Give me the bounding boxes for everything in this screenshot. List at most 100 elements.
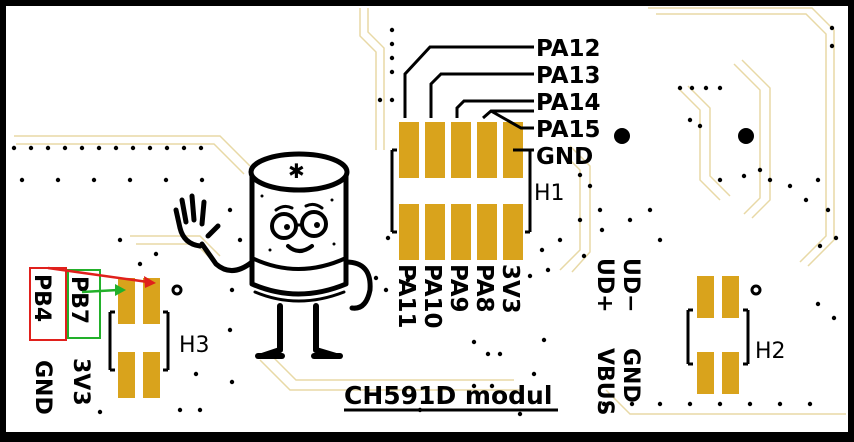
via-dot [527, 273, 533, 279]
via-dot [389, 27, 395, 33]
via-dot [599, 227, 605, 233]
via-dot [405, 277, 411, 283]
via-dot [531, 371, 537, 377]
pb7-highlight-box [67, 269, 101, 339]
via-dot [117, 237, 123, 243]
via-dot [597, 207, 603, 213]
via-dot [557, 237, 563, 243]
h1-label-pa11: PA11 [393, 264, 419, 329]
h3-designator: H3 [179, 333, 210, 358]
via-dot [657, 237, 663, 243]
h1-label-pa14: PA14 [536, 90, 601, 116]
red-arrow-icon [47, 266, 156, 288]
mounting-hole [738, 128, 754, 144]
via-dot [19, 177, 25, 183]
via-dot [11, 145, 17, 151]
via-dot [703, 85, 709, 91]
h1-label-pa8: PA8 [471, 264, 497, 313]
via-dot [577, 172, 583, 178]
via-dot [545, 267, 551, 273]
h2-label-udplus: UD+ [592, 258, 617, 313]
via-dot [825, 207, 831, 213]
via-dot [198, 145, 204, 151]
via-dot [227, 327, 233, 333]
via-dot [485, 351, 491, 357]
h1-label-pa10: PA10 [419, 264, 445, 329]
via-dot [803, 197, 809, 203]
via-dot [45, 145, 51, 151]
h3-label-gnd: GND [30, 360, 55, 415]
via-dot [97, 409, 103, 415]
via-dot [627, 217, 633, 223]
via-dot [717, 401, 723, 407]
h1-leader-lines [403, 45, 534, 152]
via-dot [587, 183, 593, 189]
via-dot [541, 337, 547, 343]
via-dot [833, 235, 839, 241]
via-dot [697, 123, 703, 129]
h1-label-pa12: PA12 [536, 36, 601, 62]
via-dot [193, 371, 199, 377]
via-dot [747, 401, 753, 407]
header-h3: H3 PB4 PB7 GND 3V3 [29, 266, 210, 415]
via-dot [229, 287, 235, 293]
via-dot [137, 261, 143, 267]
via-dot [629, 401, 635, 407]
h1-designator: H1 [534, 181, 565, 206]
via-dot [96, 145, 102, 151]
via-dot [539, 247, 545, 253]
via-dot [383, 287, 389, 293]
via-dot [471, 383, 477, 389]
via-dot [741, 173, 747, 179]
h2-label-vbus: VBUS [592, 348, 617, 416]
h2-label-gnd: GND [618, 348, 643, 403]
h1-label-3v3: 3V3 [497, 264, 523, 314]
via-dot [164, 145, 170, 151]
via-dot [377, 97, 383, 103]
via-dot [815, 301, 821, 307]
mounting-hole [614, 128, 630, 144]
via-dot [657, 401, 663, 407]
capacitor-mascot-icon [173, 151, 373, 359]
via-dot [153, 251, 159, 257]
h3-label-pb7: PB7 [66, 276, 91, 324]
header-h2: H2 UD+ UD− VBUS GND [592, 258, 786, 416]
via-dot [777, 401, 783, 407]
via-dot [807, 401, 813, 407]
via-dot [229, 379, 235, 385]
h1-label-pa13: PA13 [536, 63, 601, 89]
via-dot [717, 177, 723, 183]
via-dot [489, 383, 495, 389]
header-h1: PA12 PA13 PA14 PA15 GND H1 PA11 PA10 PA9… [390, 36, 601, 329]
via-dot [181, 145, 187, 151]
via-dot [389, 69, 395, 75]
via-dot [113, 145, 119, 151]
via-dot [227, 207, 233, 213]
h2-designator: H2 [755, 339, 786, 364]
cap-symbol: ✱ [288, 159, 305, 183]
via-dot [389, 97, 395, 103]
via-dot [79, 145, 85, 151]
via-dot [677, 85, 683, 91]
via-dot [817, 243, 823, 249]
via-dot [147, 145, 153, 151]
h2-label-udminus: UD− [618, 258, 643, 313]
via-dot [517, 411, 523, 417]
board-title: CH591D modul [344, 381, 552, 410]
via-dot [91, 177, 97, 183]
via-dot [237, 237, 243, 243]
h1-label-pa9: PA9 [445, 264, 471, 313]
via-dot [28, 145, 34, 151]
via-dot [767, 177, 773, 183]
via-dot [687, 401, 693, 407]
via-dot [197, 407, 203, 413]
h1-label-pa15: PA15 [536, 117, 601, 143]
h1-pads [399, 122, 523, 260]
via-dot [471, 339, 477, 345]
via-dot [497, 351, 503, 357]
via-dot [757, 167, 763, 173]
via-dot [601, 401, 607, 407]
via-dot [717, 85, 723, 91]
